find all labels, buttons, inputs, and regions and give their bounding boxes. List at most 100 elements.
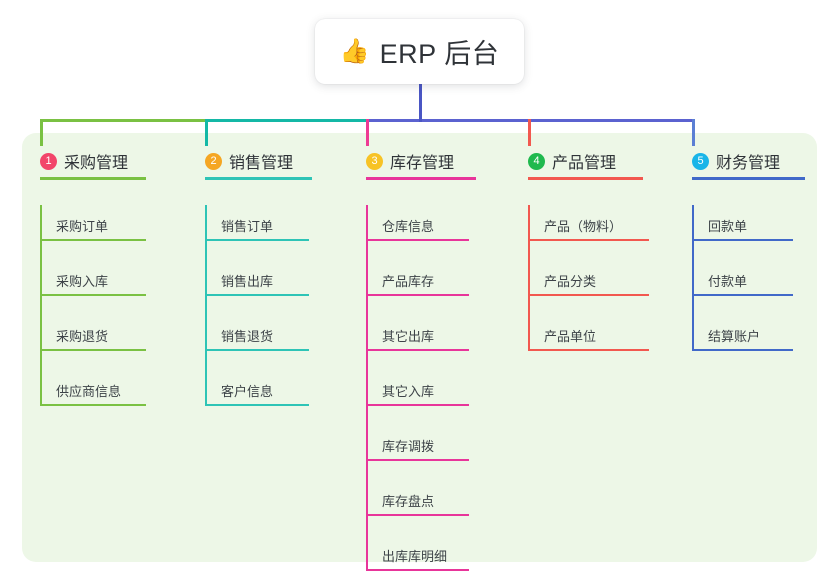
leaf-item-rule xyxy=(205,294,309,296)
category-header-5[interactable]: 5 财务管理 xyxy=(692,149,780,173)
category-spine xyxy=(692,205,694,351)
leaf-item[interactable]: 出库库明细 xyxy=(366,535,469,571)
leaf-item-rule xyxy=(528,349,649,351)
leaf-item-label: 销售退货 xyxy=(221,329,274,344)
leaf-item-rule xyxy=(366,349,469,351)
category-spine xyxy=(205,205,207,406)
leaf-item-label: 产品库存 xyxy=(382,274,435,289)
leaf-item-rule xyxy=(205,404,309,406)
category-spine xyxy=(40,205,42,406)
leaf-item[interactable]: 库存调拨 xyxy=(366,425,469,461)
leaf-item-label: 采购入库 xyxy=(56,274,109,289)
leaf-item-label: 库存调拨 xyxy=(382,439,435,454)
category-title: 销售管理 xyxy=(229,155,294,172)
thumbs-up-icon: 👍 xyxy=(339,37,370,65)
page-title: ERP 后台 xyxy=(379,39,500,69)
category-header-2[interactable]: 2 销售管理 xyxy=(205,149,293,173)
leaf-item[interactable]: 其它入库 xyxy=(366,370,469,406)
leaf-item-label: 供应商信息 xyxy=(56,384,122,399)
leaf-item-label: 其它入库 xyxy=(382,384,435,399)
leaf-item-rule xyxy=(366,514,469,516)
leaf-item[interactable]: 仓库信息 xyxy=(366,205,469,241)
leaf-item[interactable]: 采购退货 xyxy=(40,315,146,351)
leaf-item[interactable]: 产品分类 xyxy=(528,260,649,296)
leaf-item-rule xyxy=(40,294,146,296)
leaf-item[interactable]: 回款单 xyxy=(692,205,793,241)
leaf-item-label: 销售订单 xyxy=(221,219,274,234)
leaf-item-rule xyxy=(40,349,146,351)
leaf-item-rule xyxy=(40,404,146,406)
root-node-card[interactable]: 👍 ERP 后台 xyxy=(315,19,524,84)
leaf-item-label: 采购退货 xyxy=(56,329,109,344)
leaf-item[interactable]: 结算账户 xyxy=(692,315,793,351)
category-number-badge: 2 xyxy=(205,152,222,170)
leaf-item-rule xyxy=(366,569,469,571)
leaf-item-label: 其它出库 xyxy=(382,329,435,344)
category-number-badge: 4 xyxy=(528,152,545,170)
category-header-rule xyxy=(692,177,805,180)
category-header-rule xyxy=(40,177,146,180)
drop-stem-3 xyxy=(366,119,369,146)
leaf-item-rule xyxy=(205,239,309,241)
category-header-rule xyxy=(528,177,643,180)
leaf-item[interactable]: 付款单 xyxy=(692,260,793,296)
drop-stem-1 xyxy=(40,119,43,146)
leaf-item-rule xyxy=(366,294,469,296)
category-header-4[interactable]: 4 产品管理 xyxy=(528,149,616,173)
leaf-item-label: 销售出库 xyxy=(221,274,274,289)
leaf-item-rule xyxy=(692,294,793,296)
leaf-item-rule xyxy=(692,239,793,241)
root-node-content: 👍 ERP 后台 xyxy=(340,32,499,71)
leaf-item-rule xyxy=(366,459,469,461)
leaf-item-rule xyxy=(528,294,649,296)
category-header-rule xyxy=(205,177,312,180)
category-number-badge: 1 xyxy=(40,152,57,170)
bus-segment-1 xyxy=(40,119,205,122)
leaf-item-label: 出库库明细 xyxy=(382,549,448,564)
category-header-rule xyxy=(366,177,476,180)
leaf-item[interactable]: 产品库存 xyxy=(366,260,469,296)
leaf-item-label: 回款单 xyxy=(708,219,748,234)
leaf-item-label: 付款单 xyxy=(708,274,748,289)
leaf-item[interactable]: 销售退货 xyxy=(205,315,309,351)
leaf-item[interactable]: 客户信息 xyxy=(205,370,309,406)
category-title: 产品管理 xyxy=(552,155,617,172)
leaf-item-rule xyxy=(366,404,469,406)
leaf-item-label: 结算账户 xyxy=(708,329,761,344)
leaf-item-label: 仓库信息 xyxy=(382,219,435,234)
drop-stem-4 xyxy=(528,119,531,146)
leaf-item-rule xyxy=(528,239,649,241)
leaf-item[interactable]: 采购入库 xyxy=(40,260,146,296)
leaf-item[interactable]: 销售订单 xyxy=(205,205,309,241)
category-number-badge: 3 xyxy=(366,152,383,170)
category-spine xyxy=(366,205,368,571)
leaf-item[interactable]: 其它出库 xyxy=(366,315,469,351)
leaf-item[interactable]: 销售出库 xyxy=(205,260,309,296)
category-title: 财务管理 xyxy=(716,155,781,172)
leaf-item-label: 产品（物料） xyxy=(544,219,623,234)
leaf-item[interactable]: 产品单位 xyxy=(528,315,649,351)
drop-stem-5 xyxy=(692,119,695,146)
leaf-item-rule xyxy=(40,239,146,241)
leaf-item-rule xyxy=(692,349,793,351)
leaf-item[interactable]: 库存盘点 xyxy=(366,480,469,516)
leaf-item-rule xyxy=(205,349,309,351)
leaf-item[interactable]: 供应商信息 xyxy=(40,370,146,406)
leaf-item-label: 采购订单 xyxy=(56,219,109,234)
bus-segment-2 xyxy=(205,119,368,122)
category-number-badge: 5 xyxy=(692,152,709,170)
leaf-item-label: 产品单位 xyxy=(544,329,597,344)
leaf-item-label: 客户信息 xyxy=(221,384,274,399)
leaf-item-rule xyxy=(366,239,469,241)
diagram-panel xyxy=(22,133,817,562)
leaf-item-label: 库存盘点 xyxy=(382,494,435,509)
leaf-item-label: 产品分类 xyxy=(544,274,597,289)
category-title: 采购管理 xyxy=(64,155,129,172)
drop-stem-2 xyxy=(205,119,208,146)
leaf-item[interactable]: 产品（物料） xyxy=(528,205,649,241)
leaf-item[interactable]: 采购订单 xyxy=(40,205,146,241)
root-stem xyxy=(419,84,422,122)
category-header-1[interactable]: 1 采购管理 xyxy=(40,149,128,173)
category-spine xyxy=(528,205,530,351)
